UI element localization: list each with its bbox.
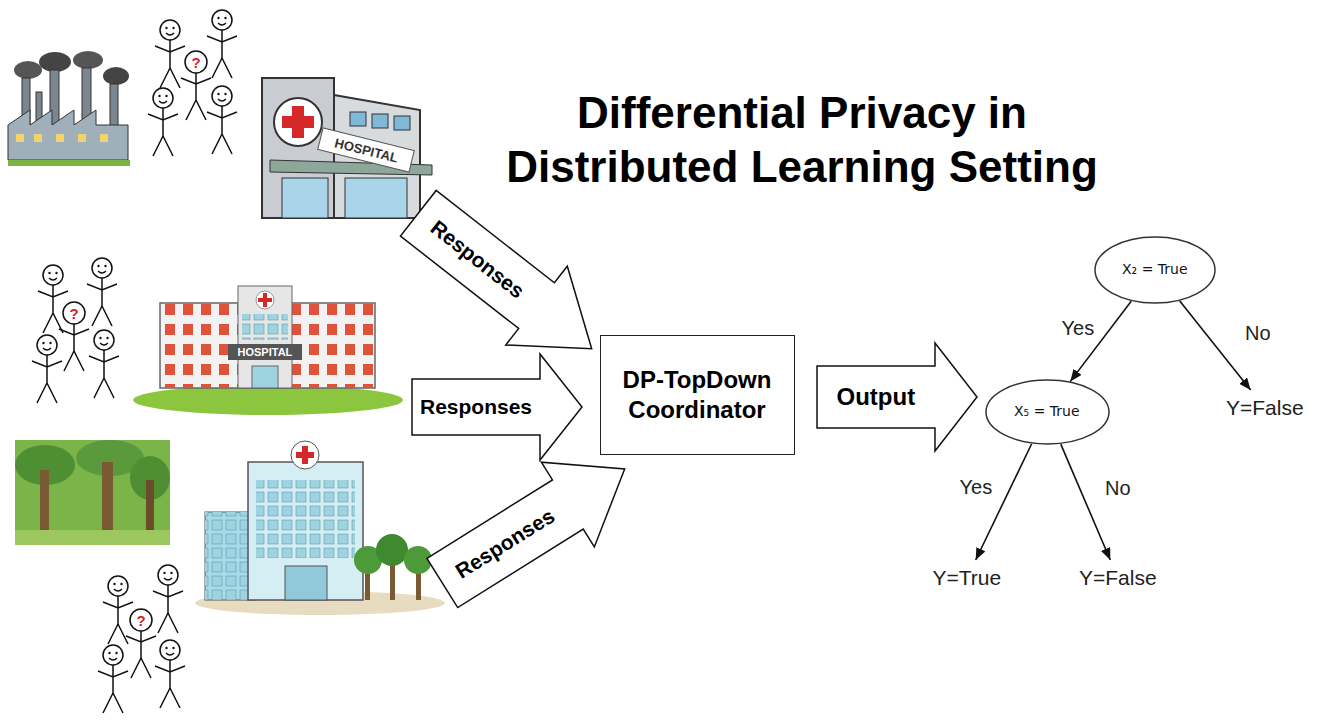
tree-edge: [1180, 301, 1251, 390]
node-text: X₂ = True: [1122, 261, 1188, 279]
node-label: Y=True: [933, 565, 1002, 591]
node-text: Output: [837, 382, 916, 412]
hospital-illustration: [133, 286, 403, 415]
node-text: Y=False: [1226, 395, 1304, 421]
hospital-illustration: [262, 78, 432, 218]
arrow-outline: [388, 174, 623, 388]
hospital-illustration: [195, 441, 445, 615]
arrow-outline: [817, 343, 977, 451]
node-text: Responses: [420, 394, 532, 420]
ellipse-outline: [1095, 237, 1215, 303]
factory-illustration: [8, 51, 130, 166]
process-box: DP-TopDown Coordinator: [600, 335, 795, 455]
node-label: Y=False: [1226, 395, 1304, 421]
node-label: X₂ = True: [1122, 261, 1188, 279]
illustration-text: ?: [137, 613, 146, 628]
illustration-text: ?: [70, 306, 79, 321]
tree-edge: [1070, 301, 1131, 381]
block-arrow: Responses: [415, 427, 650, 626]
edge-label: Yes: [958, 475, 995, 499]
leaf-label: Y=False: [1226, 395, 1304, 421]
edge-label: No: [1103, 476, 1133, 500]
node-text: Y=True: [933, 565, 1002, 591]
leaf-label: Y=True: [933, 565, 1002, 591]
edge-label: No: [1243, 321, 1273, 345]
forest-illustration: [15, 440, 170, 545]
block-arrow: Responses: [388, 174, 623, 388]
node-text: X₅ = True: [1014, 403, 1080, 421]
node-text: Y=False: [1079, 565, 1157, 591]
illustration-text: HOSPITAL: [238, 347, 293, 358]
node-label: Responses: [420, 394, 532, 420]
arrow-outline: [415, 427, 650, 626]
node-label: DP-TopDown Coordinator: [613, 365, 782, 425]
node-text: DP-TopDown Coordinator: [613, 365, 782, 425]
decision-ellipse: X₂ = True: [1094, 236, 1216, 304]
block-arrow: Responses: [412, 354, 582, 460]
tree-edge: [1061, 444, 1111, 560]
arrow-outline: [412, 354, 582, 460]
diagram-title: Differential Privacy in Distributed Lear…: [487, 86, 1117, 194]
node-label: Y=False: [1079, 565, 1157, 591]
ellipse-outline: [986, 380, 1109, 444]
leaf-label: Y=False: [1079, 565, 1157, 591]
node-label: X₅ = True: [1014, 403, 1080, 421]
edge-label: Yes: [1060, 316, 1097, 340]
tree-edge: [976, 444, 1032, 560]
node-label: Output: [837, 382, 916, 412]
block-arrow: Output: [817, 343, 977, 451]
decision-ellipse: X₅ = True: [985, 379, 1110, 445]
illustration-text: ?: [192, 55, 201, 70]
